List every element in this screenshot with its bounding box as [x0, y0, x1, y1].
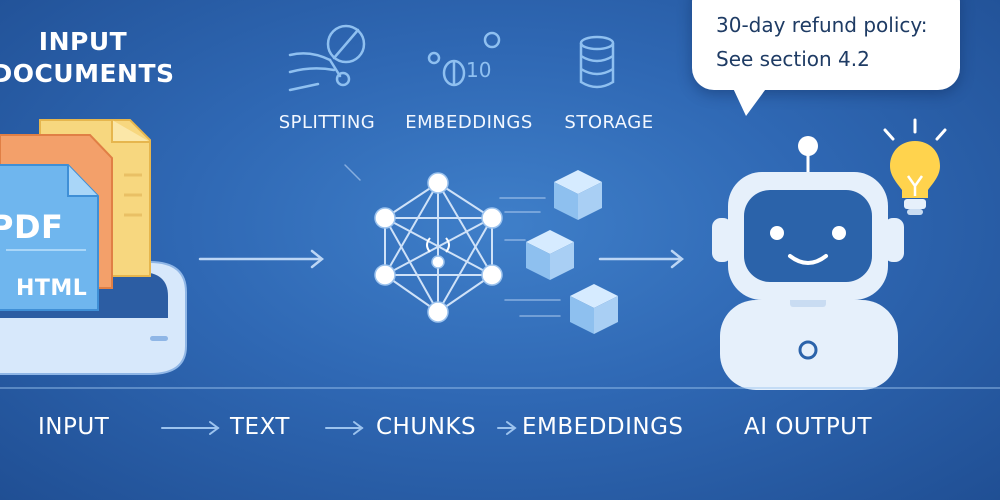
step-label-storage: STORAGE — [564, 112, 654, 133]
network-node — [427, 172, 449, 194]
neural-network — [374, 172, 503, 323]
input-title-line: INPUT — [38, 27, 128, 56]
network-node — [481, 207, 503, 229]
input-documents-title: INPUT DOCUMENTS — [0, 26, 178, 90]
embedding-digits: 10 — [466, 58, 492, 82]
speech-bubble — [692, 0, 960, 90]
cube — [526, 230, 574, 280]
pipeline-embeddings: EMBEDDINGS — [522, 414, 684, 440]
network-node — [374, 207, 396, 229]
step-label-splitting: SPLITTING — [278, 112, 376, 133]
pipeline-text: TEXT — [230, 414, 290, 440]
pipeline-arrows — [0, 387, 1000, 435]
input-title-line: DOCUMENTS — [0, 59, 175, 88]
bubble-line: 30-day refund policy: — [716, 13, 928, 37]
robot — [712, 136, 904, 390]
speech-bubble-tail — [732, 86, 768, 116]
html-label: HTML — [16, 276, 88, 301]
document-stack — [0, 119, 151, 311]
motion-streaks — [344, 164, 561, 317]
lightbulb-icon — [883, 118, 947, 215]
bubble-line: See section 4.2 — [716, 47, 870, 71]
database-icon — [579, 35, 615, 89]
cube — [554, 170, 602, 220]
flow-arrows — [198, 164, 685, 317]
vector-digits-icon — [427, 31, 501, 87]
network-node — [427, 301, 449, 323]
embedding-cubes — [526, 170, 618, 334]
speech-bubble-text: 30-day refund policy: See section 4.2 — [716, 8, 956, 76]
network-node — [431, 255, 445, 269]
pdf-label: PDF — [0, 208, 64, 246]
network-node — [481, 264, 503, 286]
cube — [570, 284, 618, 334]
pipeline-input: INPUT — [38, 414, 110, 440]
pipeline-ai-output: AI OUTPUT — [744, 414, 873, 440]
scissors-icon — [288, 24, 366, 92]
network-node — [374, 264, 396, 286]
pipeline-chunks: CHUNKS — [376, 414, 477, 440]
step-label-embeddings: EMBEDDINGS — [405, 112, 533, 133]
